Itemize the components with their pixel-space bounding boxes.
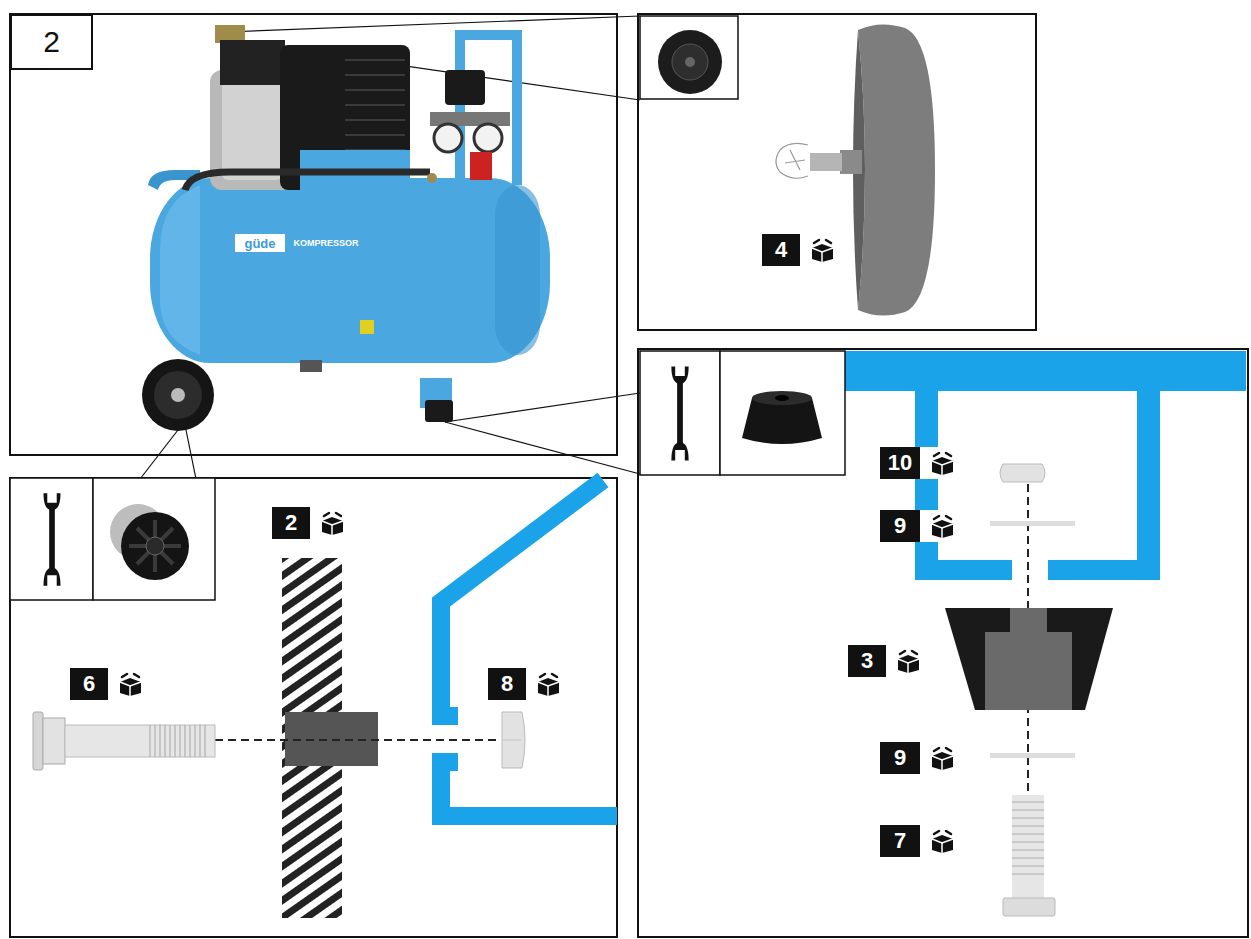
callout-number: 10 <box>880 447 920 479</box>
figure-number: 2 <box>10 14 93 70</box>
callout-number: 8 <box>488 668 526 700</box>
foot-assembly <box>915 391 1160 916</box>
parts-box-icon <box>108 234 965 857</box>
callout-number: 3 <box>848 645 886 677</box>
callout-number: 9 <box>880 742 920 774</box>
callout-number: 4 <box>762 234 800 266</box>
panel-frame <box>10 14 1248 937</box>
leader-line <box>140 16 640 479</box>
callout-number: 7 <box>880 825 920 857</box>
inset-cap-icon <box>640 16 738 99</box>
inset-wheel-icon <box>10 478 215 600</box>
callout-number: 6 <box>70 668 108 700</box>
wheel-assembly <box>33 480 617 918</box>
compressor-figure <box>142 25 550 431</box>
brand-name: KOMPRESSOR <box>289 234 363 252</box>
brand-logo: güde <box>235 234 285 252</box>
wheel-cap-part <box>776 24 935 315</box>
callout-number: 2 <box>272 507 310 539</box>
callout-number: 9 <box>880 510 920 542</box>
